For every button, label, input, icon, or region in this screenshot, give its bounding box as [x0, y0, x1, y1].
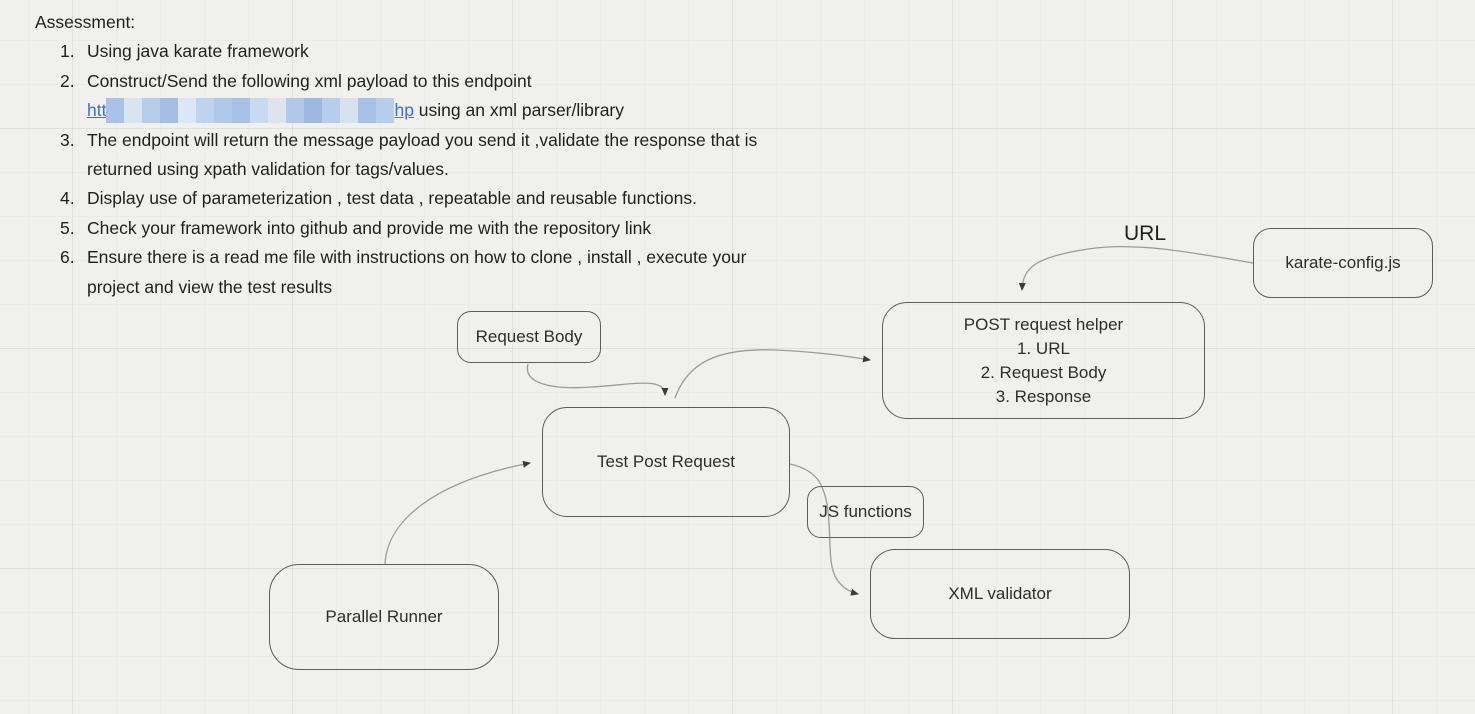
connector-karate-config-to-post-helper[interactable] — [1018, 245, 1254, 291]
redacted-url-mosaic — [106, 98, 395, 124]
list-item-number: 6. — [60, 247, 75, 268]
shape-label: Test Post Request — [597, 452, 735, 471]
shape-karate-config[interactable]: karate-config.js — [1253, 228, 1433, 298]
endpoint-link-suffix[interactable]: hp — [394, 100, 414, 121]
list-item: 6. Ensure there is a read me file with i… — [35, 243, 975, 272]
shape-label: karate-config.js — [1285, 253, 1401, 272]
list-item: 4. Display use of parameterization , tes… — [35, 184, 975, 213]
list-item: 5. Check your framework into github and … — [35, 214, 975, 243]
list-item-text: Display use of parameterization , test d… — [87, 188, 697, 209]
list-item-number: 1. — [60, 41, 75, 62]
list-item: 1. Using java karate framework — [35, 37, 975, 66]
list-item-wrap: project and view the test results — [35, 273, 975, 302]
list-item-text: returned using xpath validation for tags… — [87, 159, 449, 180]
connector-parallel-runner-to-test-post[interactable] — [384, 460, 531, 565]
assessment-title: Assessment: — [35, 12, 136, 32]
shape-label: Parallel Runner — [325, 607, 443, 626]
shape-title: POST request helper — [963, 314, 1124, 334]
list-item-number: 5. — [60, 217, 75, 238]
list-item-number: 2. — [60, 70, 75, 91]
list-item: 3. The endpoint will return the message … — [35, 126, 975, 155]
assessment-title-row: Assessment: — [35, 8, 975, 37]
connector-label-url[interactable]: URL — [1124, 222, 1167, 245]
url-line-rest: using an xml parser/library — [413, 100, 625, 121]
shape-xml-validator[interactable]: XML validator — [870, 549, 1130, 639]
list-item-number: 4. — [60, 188, 75, 209]
list-item-text: Construct/Send the following xml payload… — [87, 70, 532, 91]
shape-label: Request Body — [475, 327, 583, 346]
endpoint-url-line: htt hp using an xml parser/library — [35, 96, 975, 125]
list-item-text: The endpoint will return the message pay… — [87, 129, 758, 150]
shape-label: JS functions — [819, 502, 912, 521]
list-item: 2. Construct/Send the following xml payl… — [35, 67, 975, 96]
connector-test-post-to-post-helper[interactable] — [674, 349, 871, 399]
connector-request-body-to-test-post[interactable] — [526, 363, 669, 396]
shape-js-functions[interactable]: JS functions — [807, 486, 924, 538]
list-item-text: Ensure there is a read me file with inst… — [87, 247, 747, 268]
list-item-text: project and view the test results — [87, 276, 333, 297]
shape-test-post-request[interactable]: Test Post Request — [542, 407, 790, 517]
endpoint-link-prefix[interactable]: htt — [87, 100, 107, 121]
list-item-number: 3. — [60, 129, 75, 150]
shape-line: 1. URL — [1017, 338, 1070, 358]
shape-request-body[interactable]: Request Body — [457, 311, 601, 363]
connector-test-post-to-xml-validator[interactable] — [789, 463, 859, 596]
list-item-text: Using java karate framework — [87, 41, 309, 62]
shape-line: 3. Response — [995, 386, 1092, 406]
shape-label: XML validator — [948, 584, 1052, 603]
shape-line: 2. Request Body — [980, 362, 1107, 382]
shape-parallel-runner[interactable]: Parallel Runner — [269, 564, 499, 670]
list-item-text: Check your framework into github and pro… — [87, 217, 652, 238]
shape-post-request-helper[interactable]: POST request helper 1. URL 2. Request Bo… — [882, 302, 1205, 419]
list-item-wrap: returned using xpath validation for tags… — [35, 155, 975, 184]
assessment-notes: Assessment: 1. Using java karate framewo… — [35, 8, 975, 302]
